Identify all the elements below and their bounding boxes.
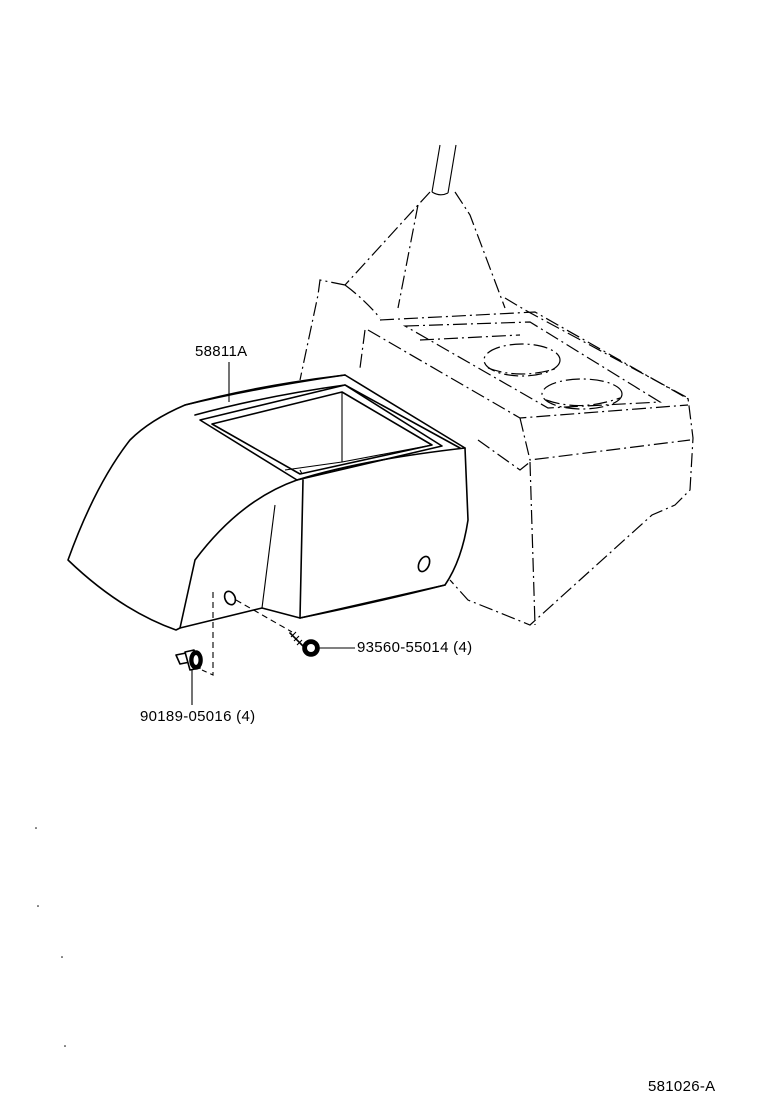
rear-console-box bbox=[67, 362, 469, 631]
shift-lever bbox=[431, 144, 457, 196]
scan-specks bbox=[35, 827, 66, 1047]
screw-grommet bbox=[175, 592, 214, 705]
center-console-base bbox=[299, 279, 694, 626]
shift-boot bbox=[344, 191, 506, 309]
tapping-screw bbox=[235, 599, 355, 657]
diagram-code: 581026-A bbox=[648, 1078, 716, 1095]
part-number-label: 93560-55014 (4) bbox=[357, 639, 473, 656]
part-number-label: 90189-05016 (4) bbox=[140, 708, 256, 725]
part-number-label: 58811A bbox=[195, 343, 248, 360]
